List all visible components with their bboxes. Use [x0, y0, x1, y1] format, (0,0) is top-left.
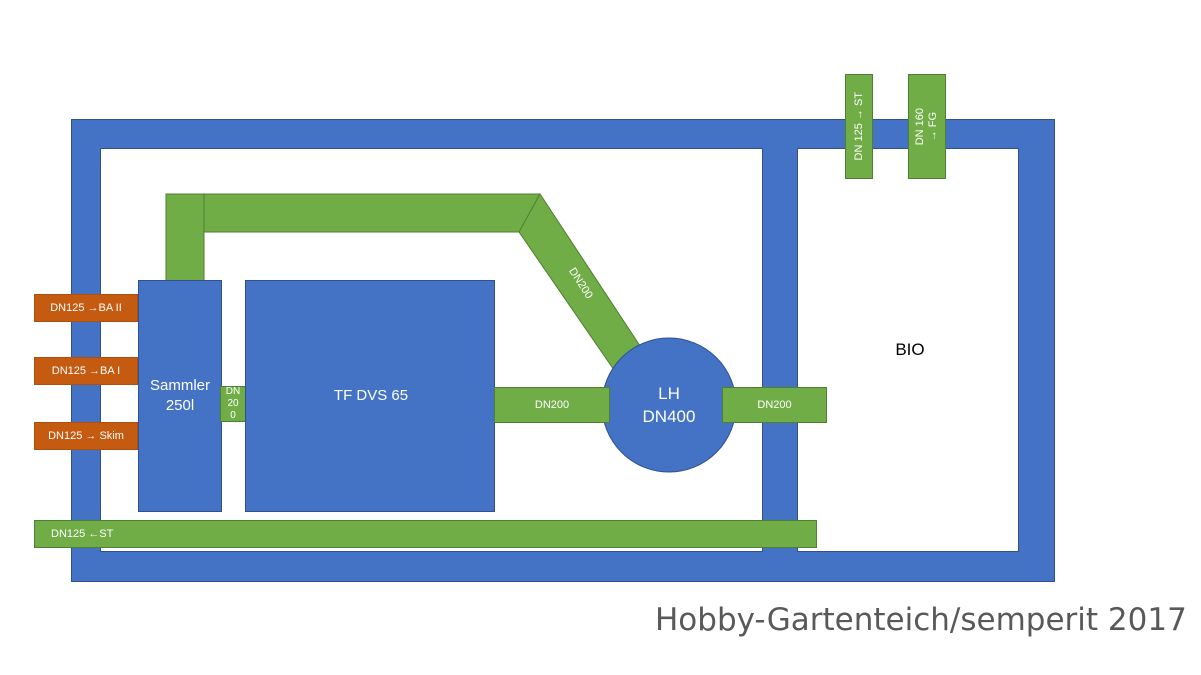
- inlet-ba1: DN125 →BA I: [34, 357, 138, 385]
- outlet-fg: DN 160 → FG: [908, 74, 946, 179]
- top-pipe: [203, 193, 541, 233]
- dn200-lh-bio-pipe: DN200: [722, 387, 827, 423]
- bio-label: BIO: [895, 340, 925, 359]
- sammler-riser-pipe: [165, 193, 205, 283]
- sammler-box: Sammler 250l: [138, 280, 222, 512]
- watermark-text: Hobby-Gartenteich/semperit 2017: [655, 602, 1187, 638]
- sammler-tf-connector: DN 20 0: [220, 386, 246, 422]
- inlet-ba2: DN125 →BA II: [34, 294, 138, 322]
- tf-label: TF DVS 65: [333, 387, 409, 404]
- outlet-fg-label: DN 160 → FG: [914, 107, 939, 146]
- return-pipe: DN125 ←ST: [34, 520, 817, 548]
- lh-label: LH DN400: [642, 384, 696, 426]
- sammler-label: Sammler 250l: [149, 377, 210, 414]
- inlet-skim: DN125 → Skim: [34, 422, 138, 450]
- tf-box: TF DVS 65: [245, 280, 495, 512]
- return-pipe-label: DN125 ←ST: [51, 528, 114, 540]
- outlet-st: DN 125 → ST: [845, 74, 873, 179]
- bio-chamber: [797, 148, 1019, 552]
- dn200-tf-lh-pipe: DN200: [494, 387, 610, 423]
